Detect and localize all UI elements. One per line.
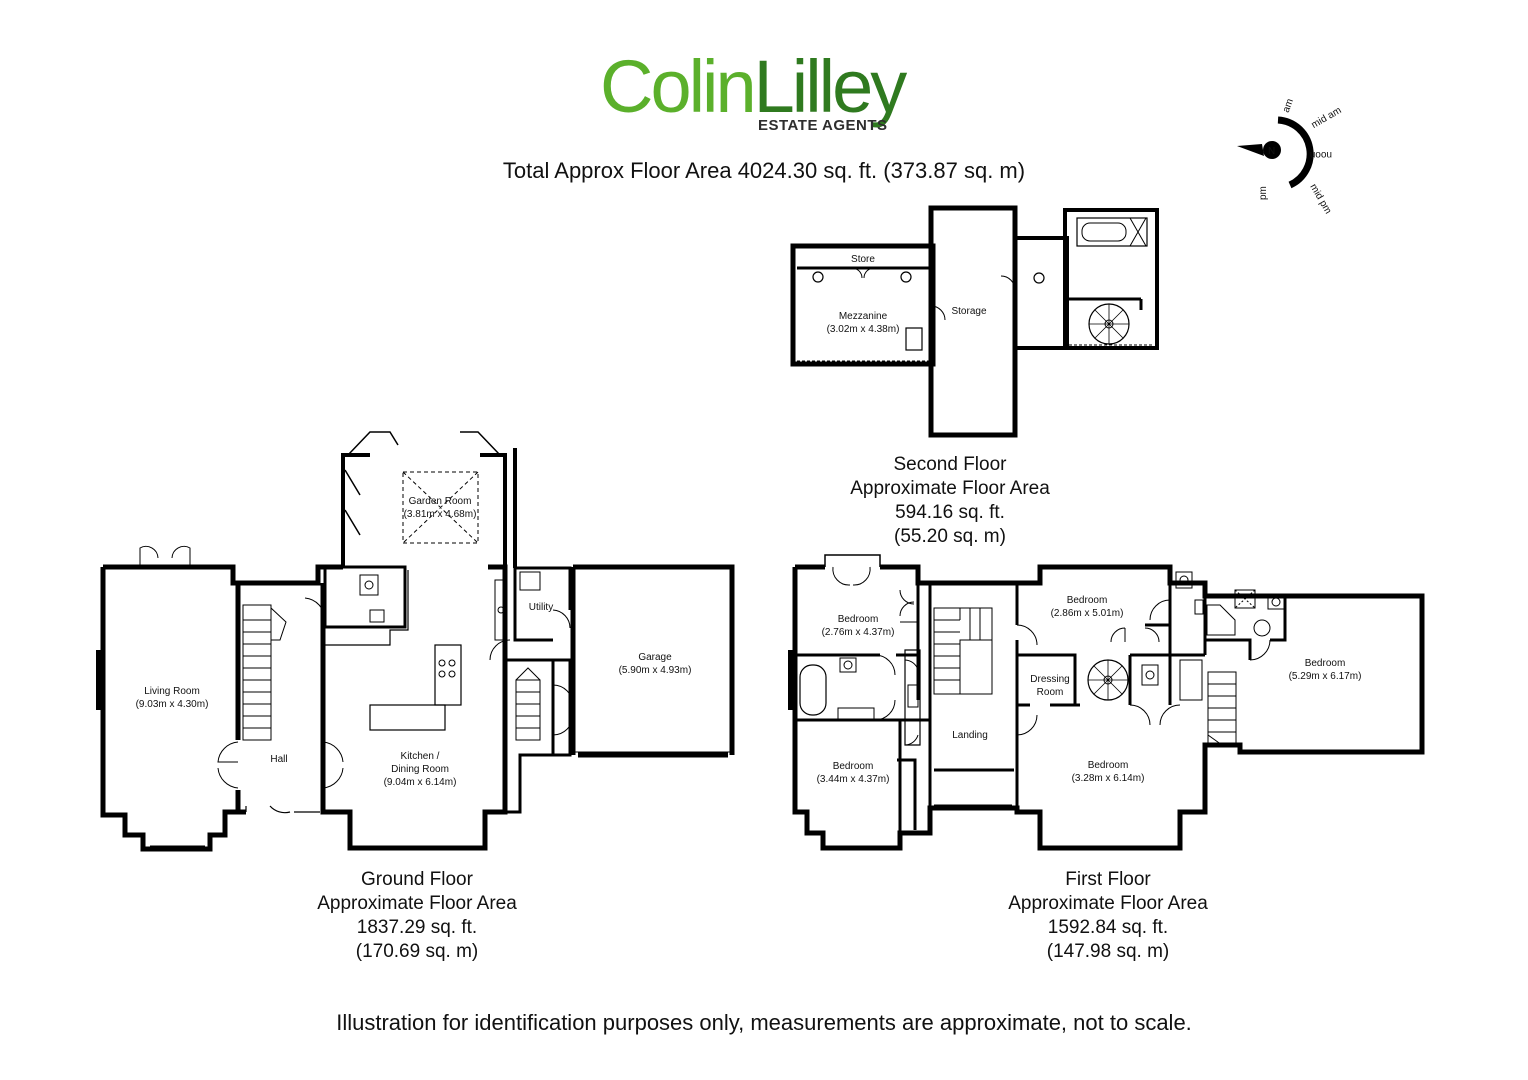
sun-label-am: am [1281, 97, 1296, 114]
mezzanine-dimensions: (3.02m x 4.38m) [827, 324, 900, 335]
store-label: Store [851, 254, 875, 265]
second-floor-plan [790, 205, 1159, 438]
sun-label-pm: pm [1258, 186, 1269, 200]
hall-label: Hall [270, 754, 287, 765]
sun-label-mid-pm: mid pm [1307, 182, 1333, 216]
bedroom-2-label: Bedroom [1067, 595, 1108, 606]
second-floor-caption: Second Floor Approximate Floor Area 594.… [800, 453, 1100, 549]
bedroom-5-dimensions: (3.28m x 6.14m) [1072, 773, 1145, 784]
logo-lilley: Lilley [753, 45, 908, 128]
ground-floor-area-label: Approximate Floor Area [317, 893, 517, 914]
bedroom-2-dimensions: (2.86m x 5.01m) [1051, 608, 1124, 619]
second-floor-area-label: Approximate Floor Area [850, 478, 1050, 499]
dining-room-label: Dining Room [391, 764, 449, 775]
bedroom-1-dimensions: (2.76m x 4.37m) [822, 627, 895, 638]
disclaimer: Illustration for identification purposes… [336, 1010, 1192, 1035]
second-floor-sqft: 594.16 sq. ft. [895, 502, 1005, 523]
garage-dimensions: (5.90m x 4.93m) [619, 665, 692, 676]
landing-label: Landing [952, 730, 988, 741]
ground-floor-sqft: 1837.29 sq. ft. [356, 917, 478, 938]
sun-label-noon: noon [1310, 149, 1332, 160]
bedroom-3-label: Bedroom [1305, 658, 1346, 669]
mezzanine-label: Mezzanine [839, 311, 888, 322]
brand-logo: ColinLilley ESTATE AGENTS [600, 50, 940, 140]
first-floor-sqm: (147.98 sq. m) [1046, 941, 1170, 962]
living-room-dimensions: (9.03m x 4.30m) [136, 699, 209, 710]
logo-wordmark: ColinLilley [600, 50, 940, 124]
logo-tagline: ESTATE AGENTS [758, 117, 888, 134]
storage-label: Storage [951, 306, 986, 317]
total-floor-area: Total Approx Floor Area 4024.30 sq. ft. … [502, 158, 1026, 183]
bedroom-3-dimensions: (5.29m x 6.17m) [1289, 671, 1362, 682]
kitchen-dimensions: (9.04m x 6.14m) [384, 777, 457, 788]
garden-room-dimensions: (3.81m x 4.68m) [404, 509, 477, 520]
first-floor-sqft: 1592.84 sq. ft. [1047, 917, 1169, 938]
logo-colin: Colin [600, 45, 757, 128]
first-floor-area-label: Approximate Floor Area [1008, 893, 1208, 914]
ground-floor-sqm: (170.69 sq. m) [355, 941, 479, 962]
first-floor-caption: First Floor Approximate Floor Area 1592.… [958, 868, 1258, 964]
ground-floor-name: Ground Floor [361, 869, 473, 890]
bedroom-5-label: Bedroom [1088, 760, 1129, 771]
first-floor-name: First Floor [1065, 869, 1151, 890]
kitchen-label: Kitchen / [401, 751, 440, 762]
bedroom-4-dimensions: (3.44m x 4.37m) [817, 774, 890, 785]
garden-room-label: Garden Room [409, 496, 472, 507]
second-floor-name: Second Floor [893, 454, 1007, 475]
second-floor-sqm: (55.20 sq. m) [894, 526, 1006, 547]
ground-floor-plan [96, 431, 735, 852]
dressing-room-label: Dressing [1030, 674, 1069, 685]
utility-label: Utility [529, 602, 553, 613]
first-floor-plan [788, 554, 1425, 851]
living-room-label: Living Room [144, 686, 200, 697]
ground-floor-caption: Ground Floor Approximate Floor Area 1837… [267, 868, 567, 964]
dressing-room-label-2: Room [1037, 687, 1064, 698]
compass-icon: N am mid am noon mid pm pm [1237, 97, 1343, 216]
sun-label-mid-am: mid am [1310, 105, 1344, 131]
compass-north-label: N [1268, 146, 1275, 157]
bedroom-4-label: Bedroom [833, 761, 874, 772]
bedroom-1-label: Bedroom [838, 614, 879, 625]
garage-label: Garage [638, 652, 672, 663]
